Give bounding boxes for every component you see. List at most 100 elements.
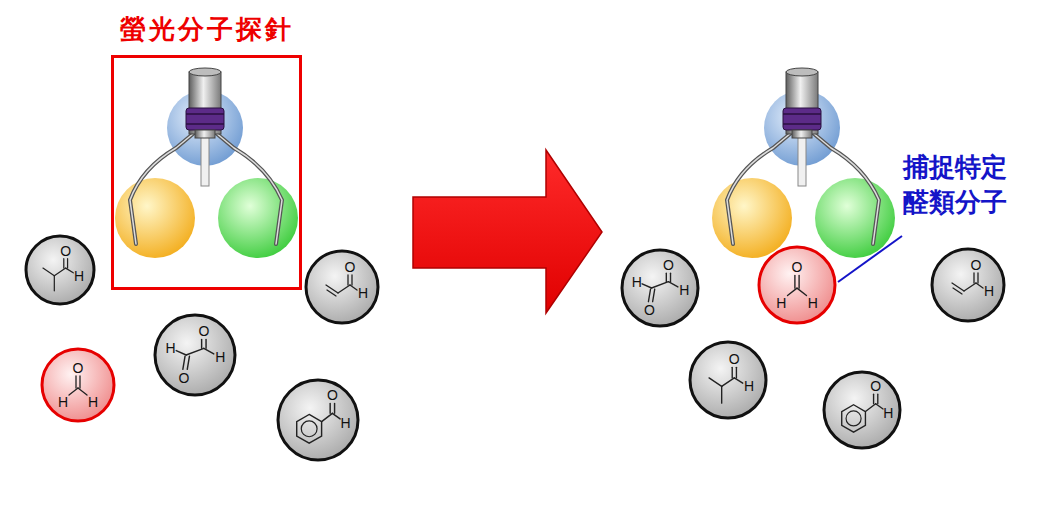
callout-label: 捕捉特定醛類分子 (903, 150, 1015, 220)
atom-symbol: O (644, 303, 655, 317)
aldehyde-molecule: HOOH (153, 313, 237, 397)
chemical-bond (351, 275, 352, 285)
atom-symbol: H (166, 341, 176, 355)
aldehyde-molecule: OH (276, 378, 360, 462)
chemical-bond (54, 268, 65, 276)
molecule-outline (278, 380, 358, 460)
chemical-bond (709, 378, 722, 386)
atom-symbol: H (984, 284, 994, 298)
chemical-bond (877, 394, 878, 403)
aldehyde-molecule: OHH (757, 245, 837, 325)
aldehyde-molecule: HOOH (620, 248, 700, 328)
atom-symbol: H (358, 286, 368, 300)
atom-symbol: H (679, 283, 689, 297)
chemical-bond (78, 388, 87, 395)
molecule-circle (930, 247, 1006, 323)
atom-symbol: O (663, 258, 674, 272)
molecule-outline (690, 342, 766, 418)
molecule-outline (155, 315, 235, 395)
chemical-bond (653, 289, 655, 302)
chemical-bond (668, 282, 677, 287)
atom-symbol: H (74, 269, 84, 283)
chemical-bond (326, 285, 338, 293)
chemical-bond (43, 268, 54, 276)
molecule-circle (688, 340, 768, 420)
chemical-bond (976, 283, 983, 288)
chemical-bond (721, 386, 722, 403)
chemical-bond (347, 275, 348, 285)
atom-symbol: O (792, 260, 803, 274)
aldehyde-molecule: OH (822, 370, 902, 450)
chemical-bond (666, 273, 667, 281)
chemical-bond (329, 403, 330, 413)
probe-unit (218, 178, 298, 258)
atom-symbol: O (327, 388, 338, 402)
chemical-bond (734, 378, 742, 383)
molecule-circle (304, 249, 380, 325)
probe-claw (115, 68, 298, 258)
chemical-bond (964, 283, 976, 291)
chemical-bond (794, 276, 795, 289)
molecule-outline (26, 236, 94, 304)
chemical-bond (204, 348, 214, 354)
atom-symbol: O (60, 244, 71, 258)
atom-symbol: O (971, 258, 982, 272)
atom-symbol: O (345, 260, 356, 274)
molecule-outline (824, 372, 900, 448)
chemical-bond (69, 388, 78, 395)
chemical-bond (205, 340, 206, 349)
chemical-bond (642, 284, 651, 288)
chemical-bond (322, 413, 333, 421)
atom-symbol: O (729, 352, 740, 366)
chemical-bond (953, 288, 962, 294)
aldehyde-molecule: O H H (40, 347, 116, 423)
chemical-bond (350, 285, 357, 290)
chemical-bond (186, 348, 204, 355)
molecule-outline (42, 349, 114, 421)
chemical-bond (788, 288, 797, 295)
molecule-outline (306, 251, 378, 323)
aromatic-circle (301, 421, 317, 437)
atom-symbol: H (88, 395, 98, 409)
chemical-bond (648, 289, 650, 302)
chemical-bond (176, 351, 186, 355)
molecule-outline (622, 250, 698, 326)
chemical-bond (797, 288, 806, 295)
atom-symbol: O (178, 371, 189, 385)
atom-symbol: O (198, 324, 209, 338)
atom-symbol: O (73, 361, 84, 375)
chemical-bond (327, 290, 336, 296)
chemical-bond (75, 376, 76, 388)
atom-symbol: O (870, 379, 881, 393)
atom-symbol: H (215, 350, 225, 364)
chemical-bond (338, 285, 350, 293)
atom-symbol: H (744, 379, 754, 393)
atom-symbol: H (632, 275, 642, 289)
benzene-ring (842, 405, 866, 432)
atom-symbol: H (776, 296, 786, 310)
molecule-outline (759, 247, 835, 323)
molecule-circle (24, 234, 96, 306)
chemical-bond (876, 404, 883, 409)
chemical-bond (736, 367, 737, 378)
aldehyde-molecule: OH (688, 340, 768, 420)
atom-symbol: H (883, 406, 893, 420)
chemical-bond (670, 273, 671, 281)
chemical-bond (332, 413, 340, 419)
atom-symbol: H (58, 395, 68, 409)
aldehyde-molecule: OH (930, 247, 1006, 323)
chemical-bond (67, 259, 68, 268)
chemical-bond (798, 276, 799, 289)
benzene-ring (297, 414, 322, 443)
aldehyde-molecule: OH (304, 249, 380, 325)
chemical-bond (54, 276, 55, 291)
molecule-outline (932, 249, 1004, 321)
chemical-bond (66, 268, 74, 273)
chemical-bond (977, 273, 978, 283)
chemical-bond (187, 356, 189, 369)
chemical-bond (865, 404, 875, 412)
molecule-circle (757, 245, 837, 325)
aromatic-circle (846, 411, 861, 426)
probe-title: 螢光分子探針 (120, 12, 294, 47)
chemical-bond (63, 259, 64, 268)
